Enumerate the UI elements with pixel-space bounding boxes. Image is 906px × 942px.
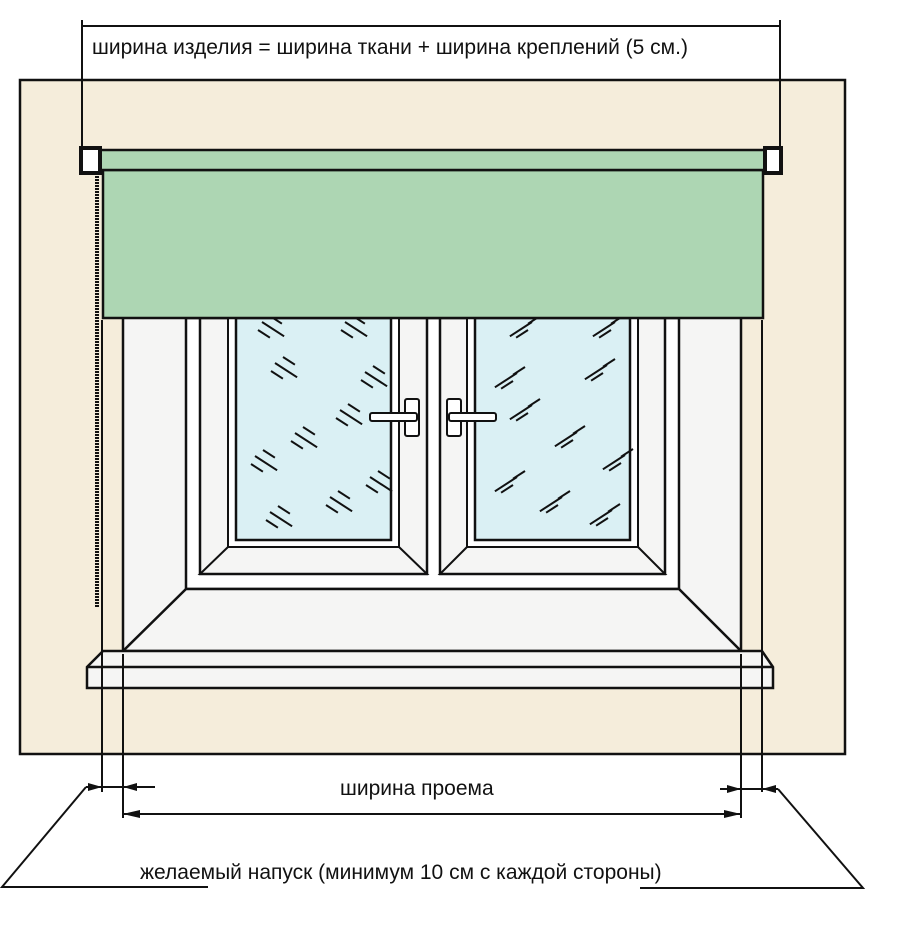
blind-fabric: [101, 168, 765, 320]
reflection-stroke: [512, 470, 526, 480]
product-width-label: ширина изделия = ширина ткани + ширина к…: [92, 36, 688, 59]
reflection-stroke: [265, 519, 279, 529]
reflection-stroke: [545, 504, 559, 514]
bracket-left: [79, 146, 102, 175]
reflection-stroke: [364, 371, 388, 388]
glass-left: [234, 316, 393, 542]
dimension-lines: [0, 20, 866, 889]
reflection-stroke: [325, 504, 339, 514]
reflection-stroke: [515, 329, 529, 339]
reflection-stroke: [360, 379, 374, 389]
opening-width-label: ширина проема: [340, 777, 494, 800]
reflection-stroke: [254, 455, 278, 472]
reflection-stroke: [257, 329, 271, 339]
reflection-stroke: [572, 425, 586, 435]
reflection-stroke: [337, 490, 351, 500]
reflection-stroke: [340, 329, 354, 339]
reflection-stroke: [344, 321, 368, 338]
reflection-stroke: [282, 356, 296, 366]
reflection-stroke: [620, 448, 634, 458]
reflection-stroke: [277, 505, 291, 515]
reflection-stroke: [512, 366, 526, 376]
reflection-stroke: [494, 372, 518, 389]
reflection-stroke: [500, 380, 514, 390]
reflection-stroke: [602, 358, 616, 368]
reflection-stroke: [560, 439, 574, 449]
bracket-right: [763, 146, 783, 175]
reflection-stroke: [250, 463, 264, 473]
blind-roller: [98, 148, 767, 172]
glass-right: [473, 316, 632, 542]
reflection-stroke: [607, 503, 621, 513]
roller-blind: [79, 146, 783, 608]
reflection-stroke: [335, 417, 349, 427]
reflection-stroke: [590, 372, 604, 382]
reflection-stroke: [274, 362, 298, 379]
reflection-stroke: [595, 517, 609, 527]
reflection-stroke: [509, 321, 533, 338]
reflection-stroke: [372, 365, 386, 375]
reflection-stroke: [598, 329, 612, 339]
reflection-stroke: [509, 404, 533, 421]
reflection-stroke: [294, 432, 318, 449]
reflection-stroke: [602, 454, 626, 471]
dimension-arrows: [88, 783, 776, 818]
reflection-stroke: [365, 484, 379, 494]
handle-left: [369, 398, 420, 437]
handle-right: [446, 398, 497, 437]
reflection-stroke: [557, 490, 571, 500]
reflection-stroke: [515, 412, 529, 422]
reflection-stroke: [302, 426, 316, 436]
reflection-stroke: [554, 431, 578, 448]
reflection-stroke: [269, 511, 293, 528]
reflection-stroke: [329, 496, 353, 513]
reflection-stroke: [584, 364, 608, 381]
window-sill-top: [119, 587, 745, 653]
reflection-stroke: [527, 398, 541, 408]
reflection-stroke: [377, 470, 391, 480]
reflection-stroke: [339, 409, 363, 426]
reflection-stroke: [500, 484, 514, 494]
overlap-label: желаемый напуск (минимум 10 см с каждой …: [140, 861, 662, 884]
reflection-stroke: [270, 370, 284, 380]
reflection-stroke: [262, 449, 276, 459]
reflection-stroke: [494, 476, 518, 493]
glass-reflection-marks: [250, 315, 634, 529]
reflection-stroke: [290, 440, 304, 450]
window-sill-front: [85, 649, 775, 690]
reflection-stroke: [589, 509, 613, 526]
reflection-stroke: [539, 496, 563, 513]
reflection-stroke: [347, 403, 361, 413]
reflection-stroke: [592, 321, 616, 338]
reflection-stroke: [608, 462, 622, 472]
reflection-stroke: [369, 476, 393, 493]
reflection-stroke: [261, 321, 285, 338]
